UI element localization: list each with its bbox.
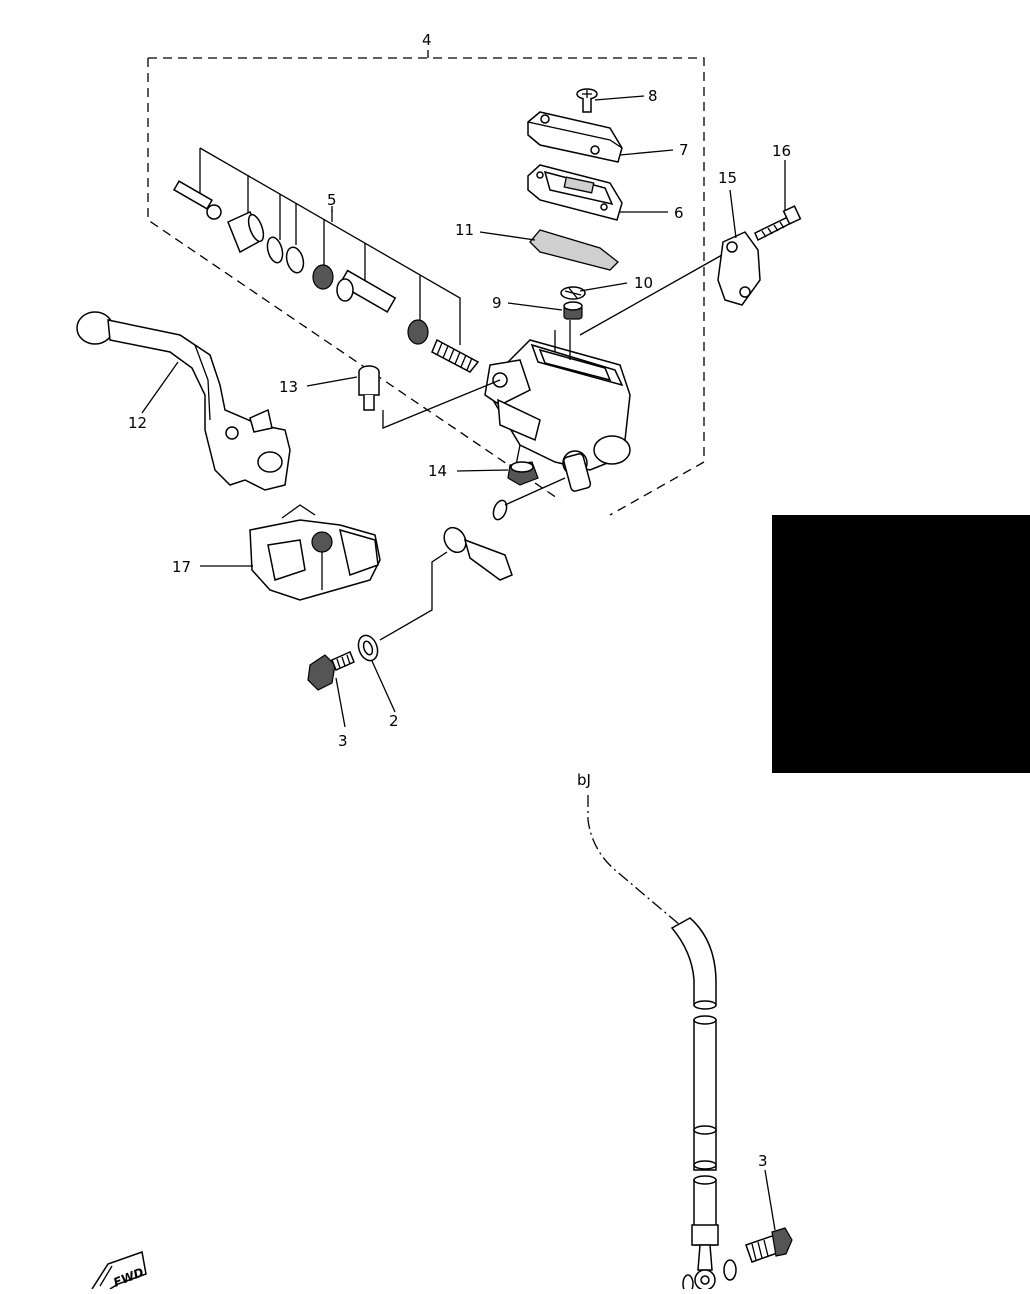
holder-part-17 [249, 504, 381, 601]
union-bolt-caliper [745, 1227, 793, 1263]
callout-8: 8 [648, 87, 658, 105]
callout-13: 13 [279, 378, 298, 396]
assembly-boundary [147, 50, 705, 516]
master-cylinder-body [484, 320, 631, 492]
callout-11: 11 [455, 221, 474, 239]
callout-9: 9 [492, 294, 502, 312]
callout-3-lower: 3 [758, 1152, 768, 1170]
plate-and-float [560, 286, 586, 320]
callout-16: 16 [772, 142, 791, 160]
spring [431, 338, 480, 373]
lever-part-12 [76, 311, 291, 491]
callout-3-upper: 3 [338, 732, 348, 750]
piston-kit-parts [173, 180, 480, 373]
screw-part-8 [576, 88, 598, 113]
callout-5: 5 [327, 191, 337, 209]
redacted-block [772, 515, 1030, 773]
callout-12: 12 [128, 414, 147, 432]
nut-part-14 [507, 461, 539, 486]
callout-14: 14 [428, 462, 447, 480]
bolt-part-16 [754, 205, 802, 242]
bolt-part-13 [358, 365, 501, 429]
callout-6: 6 [674, 204, 684, 222]
union-bolt-lower-connection [307, 477, 566, 691]
leader-lines [141, 95, 786, 1231]
fwd-arrow-icon: FWD [91, 1250, 147, 1290]
callout-2: 2 [389, 712, 399, 730]
reservoir-cap-stack [527, 88, 623, 271]
callout-labels: 4 5 8 7 6 11 16 15 10 9 13 12 14 17 2 3 … [128, 31, 791, 1170]
callout-4: 4 [422, 31, 432, 49]
callout-10: 10 [634, 274, 653, 292]
callout-17: 17 [172, 558, 191, 576]
hose-reference-letter: bJ [577, 771, 591, 789]
callout-7: 7 [679, 141, 689, 159]
brake-hose [587, 795, 737, 1294]
callout-15: 15 [718, 169, 737, 187]
clamp-part-15 [579, 231, 761, 336]
